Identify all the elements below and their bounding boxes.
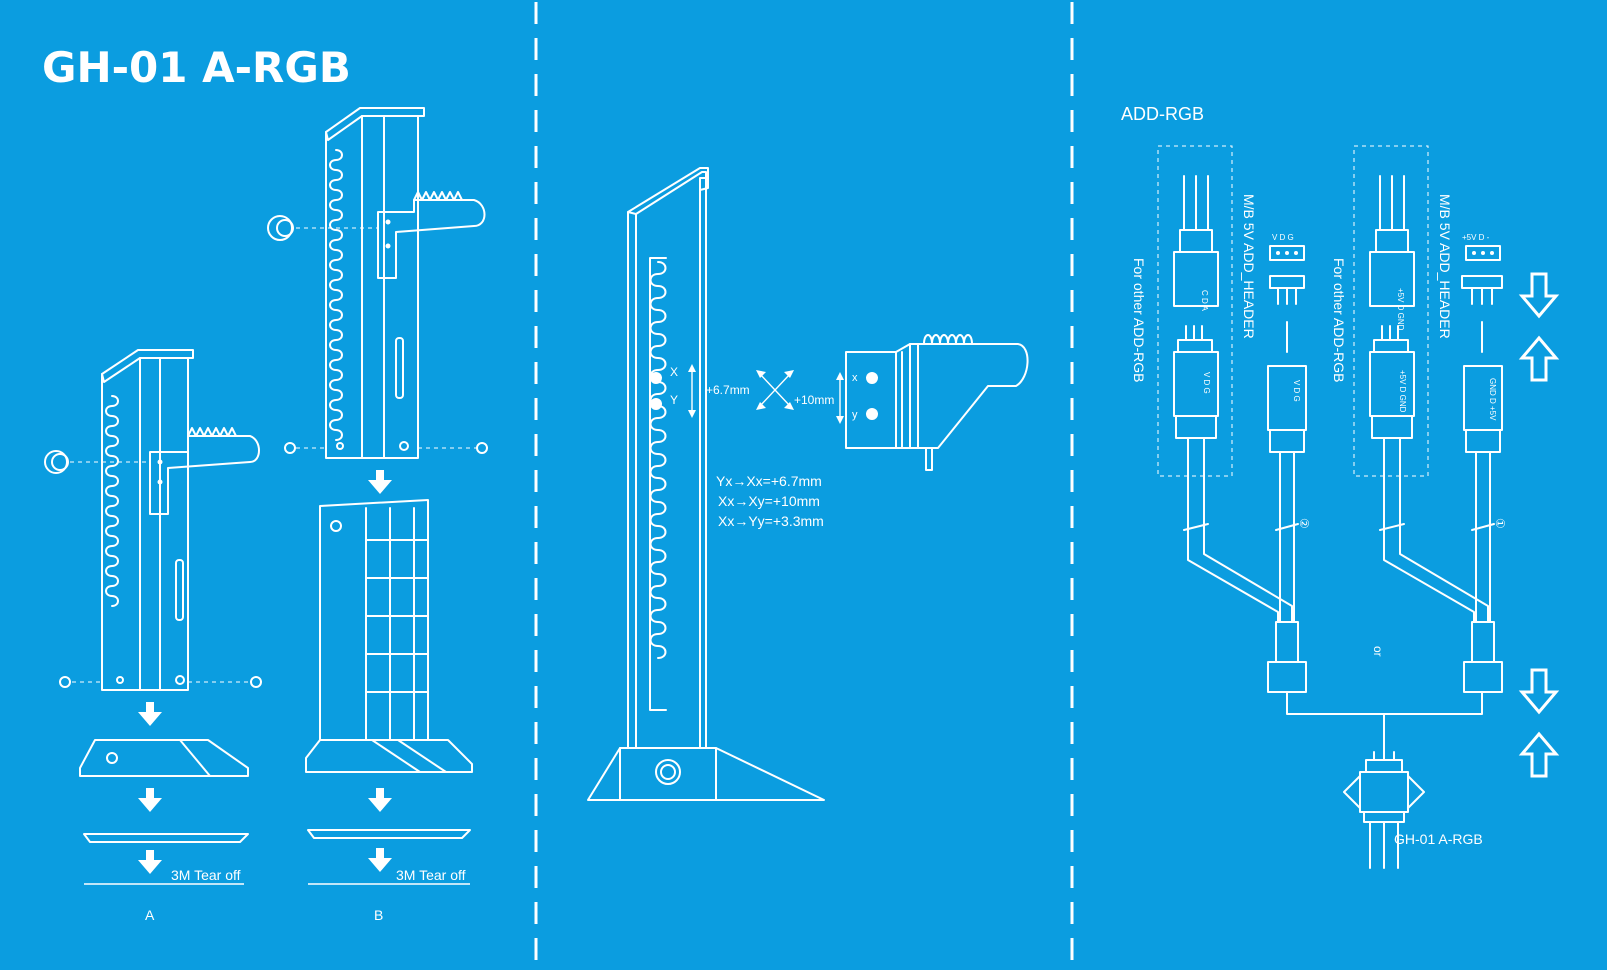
join-cable	[1286, 691, 1483, 761]
option-b-label: B	[374, 907, 383, 923]
stand-a	[44, 349, 262, 885]
offset-vertical-label: +6.7mm	[706, 383, 750, 397]
bracket-side-view	[836, 334, 1029, 471]
other-label-left: For other ADD-RGB	[1131, 258, 1147, 382]
hole-y-label: Y	[670, 393, 678, 407]
formula-line-2: Xx→Xy=+10mm	[718, 493, 820, 509]
stand-b	[267, 107, 488, 885]
page-title: GH-01 A-RGB	[42, 43, 351, 92]
wiring-panel: ADD-RGB For other ADD-RGB For other ADD-…	[1121, 104, 1560, 869]
device-connector	[1343, 751, 1425, 869]
mb-header-label-left: M/B 5V ADD_HEADER	[1241, 194, 1257, 339]
offset-diagonal-label: +10mm	[794, 393, 834, 407]
arrow-down-icon	[1518, 668, 1560, 715]
y-cable-right	[1383, 519, 1491, 623]
female-plug-left	[1275, 621, 1299, 663]
install-panel: 3M Tear off A	[44, 107, 488, 923]
plug-body-right	[1463, 661, 1503, 693]
other-device-box-left	[1157, 145, 1233, 477]
bracket-x-label: x	[852, 372, 858, 384]
add-rgb-label: ADD-RGB	[1121, 104, 1204, 124]
plug-body-left	[1267, 661, 1307, 693]
mb-header-left	[1267, 245, 1307, 521]
formula-line-3: Xx→Yy=+3.3mm	[718, 513, 824, 529]
plug-e-pins: +5V D GND	[1398, 370, 1407, 413]
connector-right-upper	[1369, 175, 1415, 521]
adjust-panel: X Y +6.7mm +10mm x y Yx→Xx=+6.7	[587, 167, 1029, 801]
tear-off-label-b: 3M Tear off	[396, 867, 466, 883]
plug-a-pins: C D A	[1200, 290, 1209, 312]
bracket-y-label: y	[852, 409, 858, 421]
stand-side-view	[587, 167, 825, 801]
plug-d-pins: +5V D GND	[1396, 288, 1405, 331]
mb-header-label-right: M/B 5V ADD_HEADER	[1437, 194, 1453, 339]
plug-f-pins: GND D +5V	[1488, 378, 1497, 421]
pins-right-label: +5V D -	[1462, 233, 1490, 242]
arrow-down-icon	[1518, 272, 1560, 319]
arrow-up-icon	[1518, 335, 1560, 382]
female-plug-right	[1471, 621, 1495, 663]
plug-c-pins: V D G	[1292, 380, 1301, 402]
tear-off-label-a: 3M Tear off	[171, 867, 241, 883]
other-label-right: For other ADD-RGB	[1331, 258, 1347, 382]
other-device-box-right	[1353, 145, 1429, 477]
option-a-label: A	[145, 907, 155, 923]
pins-left-label: V D G	[1272, 233, 1294, 242]
device-label: GH-01 A-RGB	[1394, 831, 1483, 847]
mb-header-right	[1461, 245, 1503, 521]
plug-b-pins: V D G	[1202, 372, 1211, 394]
cable-2-marker: ②	[1297, 518, 1311, 529]
y-cable-left	[1187, 519, 1295, 623]
cable-1-marker: ①	[1493, 518, 1507, 529]
cross-arrows-icon	[756, 370, 794, 410]
arrow-up-icon	[1518, 731, 1560, 778]
connector-left-upper	[1173, 175, 1219, 521]
formula-line-1: Yx→Xx=+6.7mm	[716, 473, 822, 489]
or-label: or	[1371, 646, 1385, 657]
hole-x-label: X	[670, 365, 678, 379]
